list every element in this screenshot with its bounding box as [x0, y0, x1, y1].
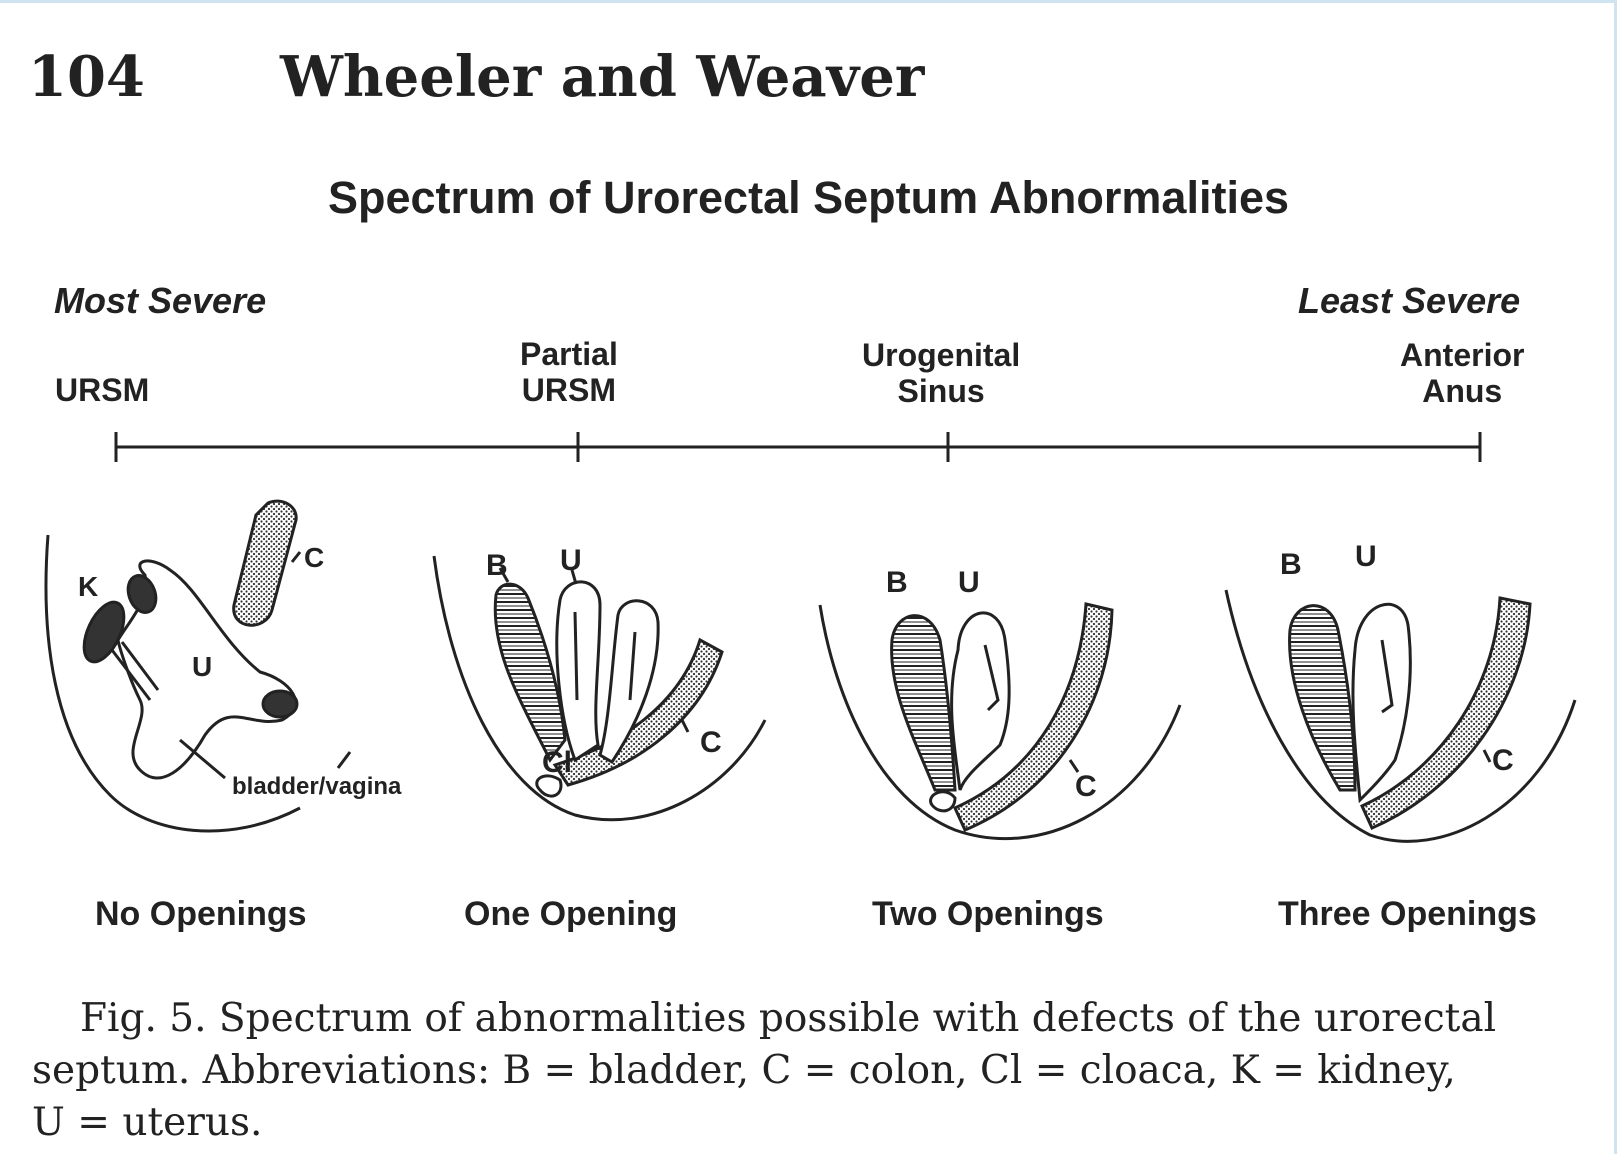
colon-shape [234, 501, 296, 625]
annotation-u: U [560, 544, 582, 577]
leader-line [338, 752, 350, 768]
annotation-b: B [486, 549, 508, 582]
kidney-right [263, 691, 297, 717]
caption-line: septum. Abbreviations: B = bladder, C = … [32, 1045, 1592, 1097]
annotation-c: C [700, 726, 722, 759]
caption-line: Fig. 5. Spectrum of abnormalities possib… [32, 993, 1592, 1045]
urogenital-opening [931, 792, 955, 811]
panel-label-three-openings: Three Openings [1278, 895, 1537, 934]
uterus-shape [1353, 604, 1410, 800]
figure-caption: Fig. 5. Spectrum of abnormalities possib… [32, 993, 1592, 1149]
bladder-shape [892, 616, 955, 790]
annotation-bladder-vagina: bladder/vagina [232, 773, 402, 800]
bladder-shape [1290, 606, 1355, 790]
panel-three-openings-drawing [1226, 590, 1575, 841]
annotation-cl: Cl [542, 746, 572, 779]
annotation-k: K [78, 571, 98, 602]
caption-line: U = uterus. [32, 1097, 1592, 1149]
annotation-c: C [1075, 770, 1097, 803]
panel-two-openings-drawing [820, 604, 1180, 839]
annotation-b: B [1280, 548, 1302, 581]
panel-label-no-openings: No Openings [95, 895, 307, 934]
panel-one-opening-drawing [434, 556, 765, 820]
annotation-u: U [1355, 540, 1377, 573]
panel-label-two-openings: Two Openings [872, 895, 1104, 934]
uterus-shape [952, 613, 1010, 790]
annotation-b: B [886, 566, 908, 599]
leader-line [292, 552, 300, 562]
annotation-c: C [304, 542, 324, 573]
annotation-u: U [958, 566, 980, 599]
leader-line [682, 720, 688, 732]
bladder-shape [495, 584, 565, 760]
annotation-u: U [192, 651, 212, 682]
severity-scale [116, 432, 1480, 462]
annotation-c: C [1492, 744, 1514, 777]
leader-line [1484, 750, 1490, 762]
panel-label-one-opening: One Opening [464, 895, 677, 934]
